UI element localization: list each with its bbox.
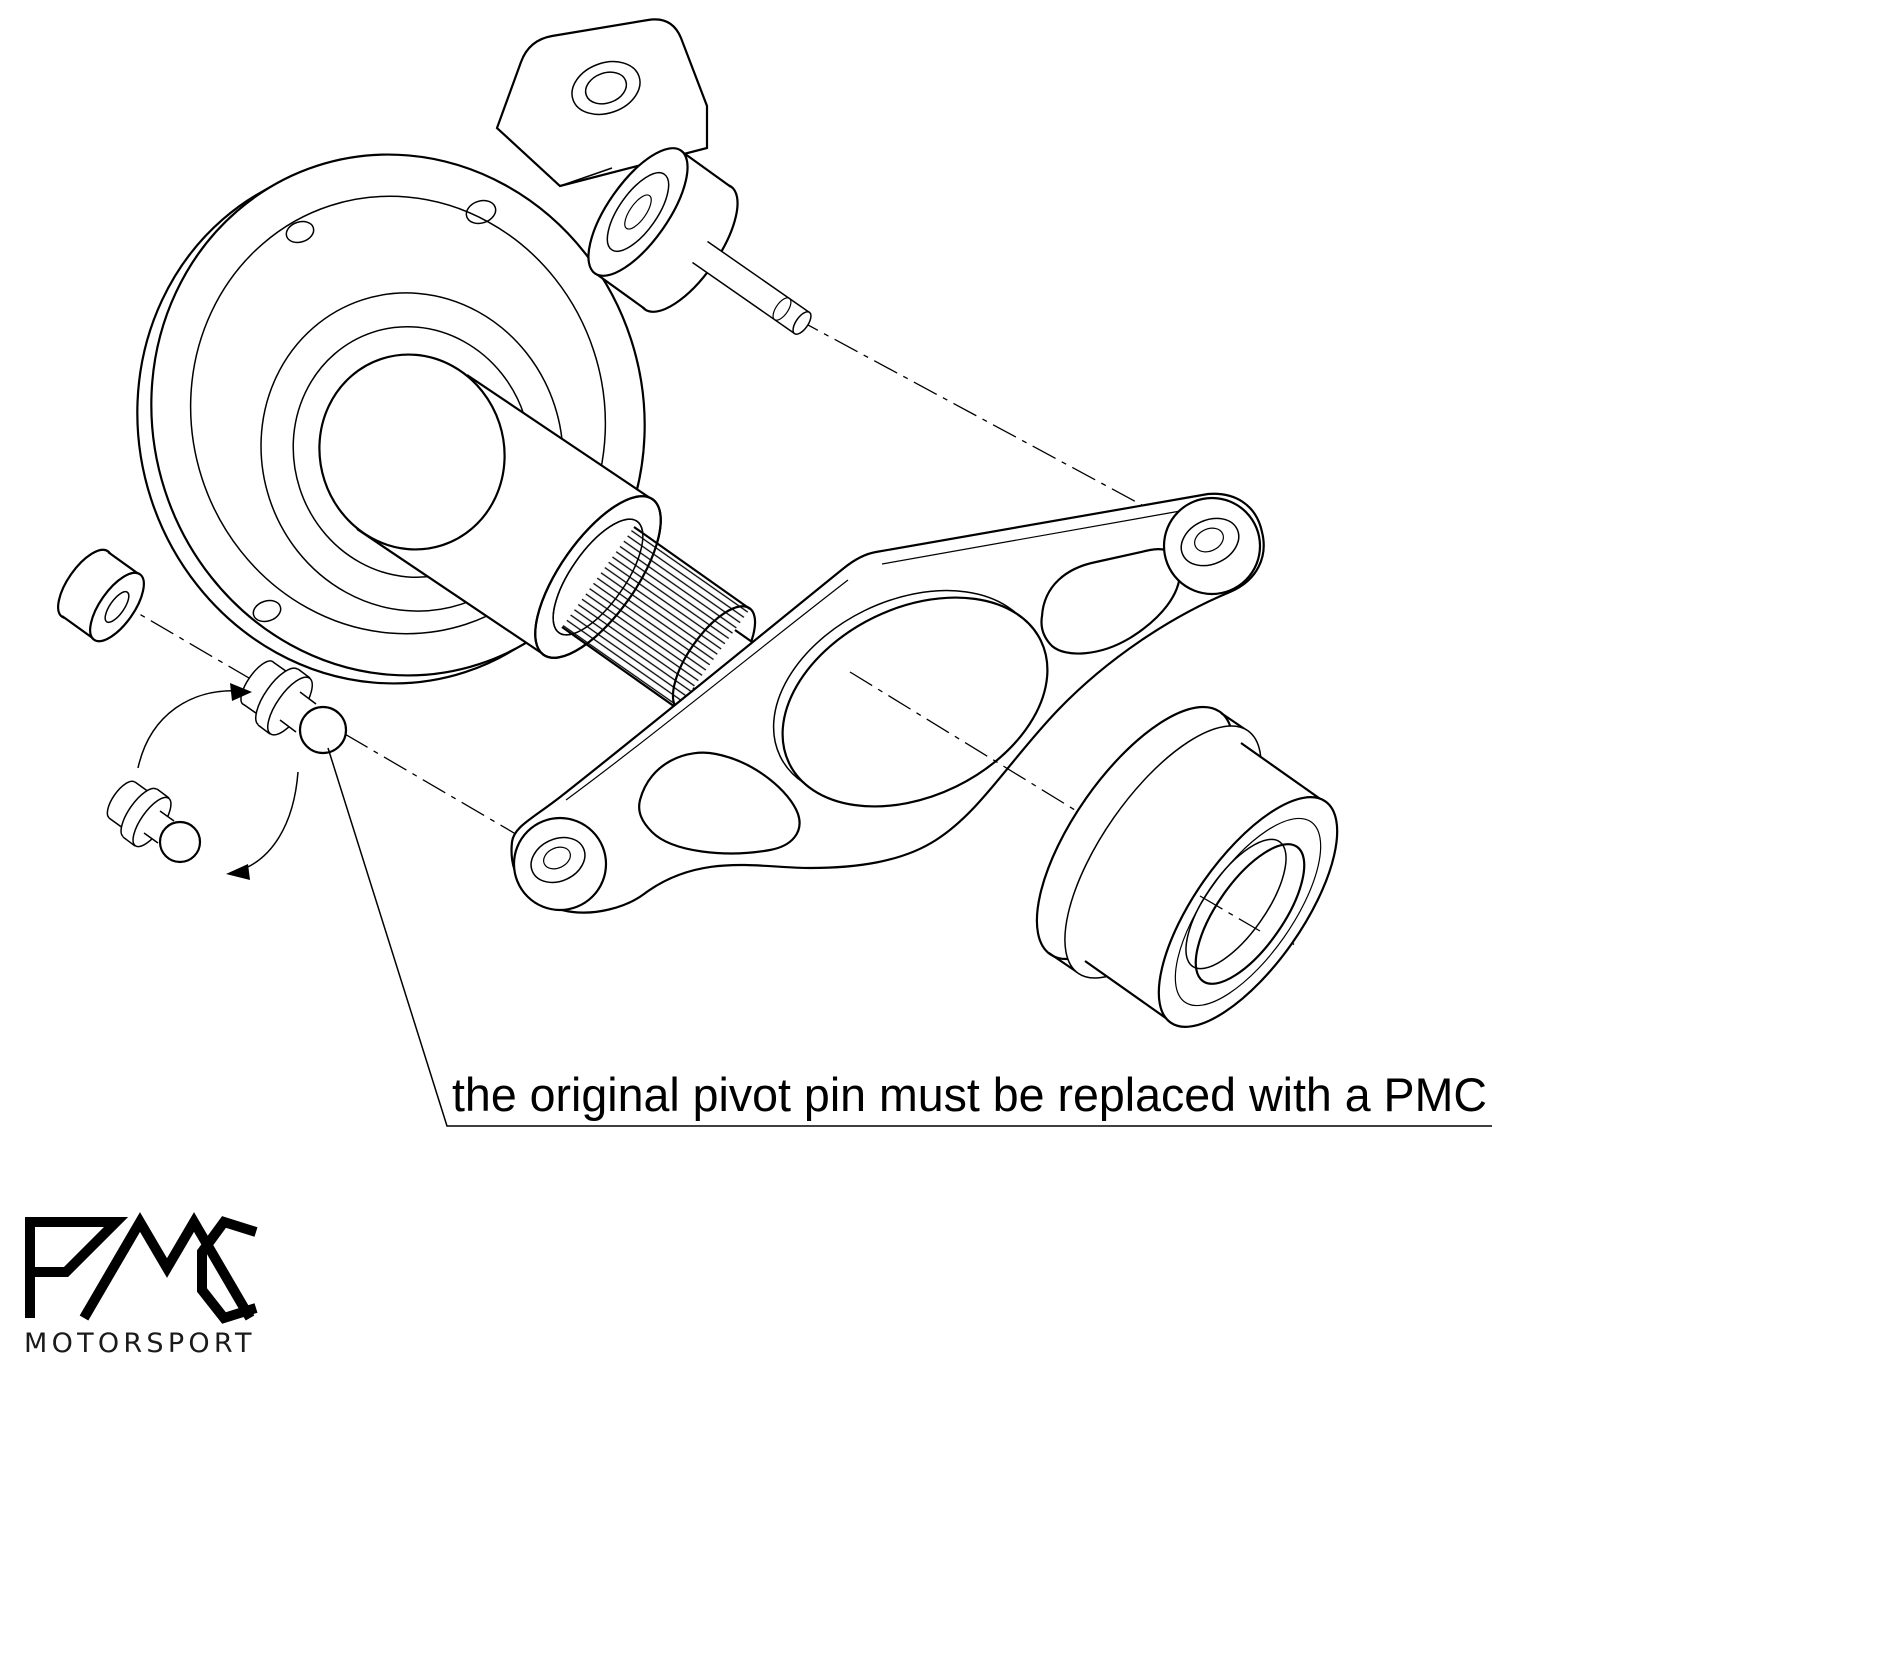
fork-window-left [638, 751, 801, 855]
logo-letter-m [79, 1212, 255, 1321]
push-rod [692, 240, 812, 335]
centerline-bearing-bore-segment [1199, 895, 1261, 932]
swap-arrow-up [137, 690, 241, 769]
arrowhead-icon [230, 683, 252, 701]
fork-window-right [1040, 548, 1182, 655]
swap-arrows [137, 683, 299, 880]
pivot-ball [158, 820, 202, 864]
bracket-bolt-hole [584, 71, 628, 105]
fork-right-boss [1162, 496, 1262, 596]
centerline-pivot-pin-axis [111, 597, 551, 855]
bolt-hole [285, 220, 315, 244]
spline-section [562, 527, 750, 709]
bolt-hole [465, 199, 497, 225]
fork-left-boss [512, 816, 608, 912]
part-pmc-pivot-pin [240, 660, 348, 755]
bearing-bore-depth [1185, 838, 1287, 970]
pmc-logo: MOTORSPORT [24, 1212, 258, 1359]
bracket-bolt-boss [571, 60, 641, 116]
bearing-bore [1194, 843, 1306, 985]
logo-letter-c [197, 1216, 258, 1324]
part-spacer-bushing [57, 548, 145, 643]
spacer-hole [104, 590, 130, 624]
part-clutch-release-fork [510, 492, 1265, 914]
pivot-ball [298, 705, 348, 755]
leader-line [327, 747, 1492, 1127]
centerline-bearing-axis [849, 671, 1296, 946]
arrowhead-icon [226, 864, 250, 880]
part-mounting-bracket [495, 18, 812, 335]
swap-arrow-down [237, 771, 299, 872]
logo-letter-p [25, 1217, 129, 1318]
centerline-push-rod-axis [794, 317, 1193, 533]
part-original-pivot-pin [106, 780, 202, 864]
fork-center-hole [781, 596, 1049, 808]
annotation-text: the original pivot pin must be replaced … [452, 1068, 1487, 1121]
part-release-bearing [1035, 705, 1339, 1028]
bolt-hole [252, 599, 282, 623]
logo-subtitle: MOTORSPORT [24, 1328, 256, 1359]
